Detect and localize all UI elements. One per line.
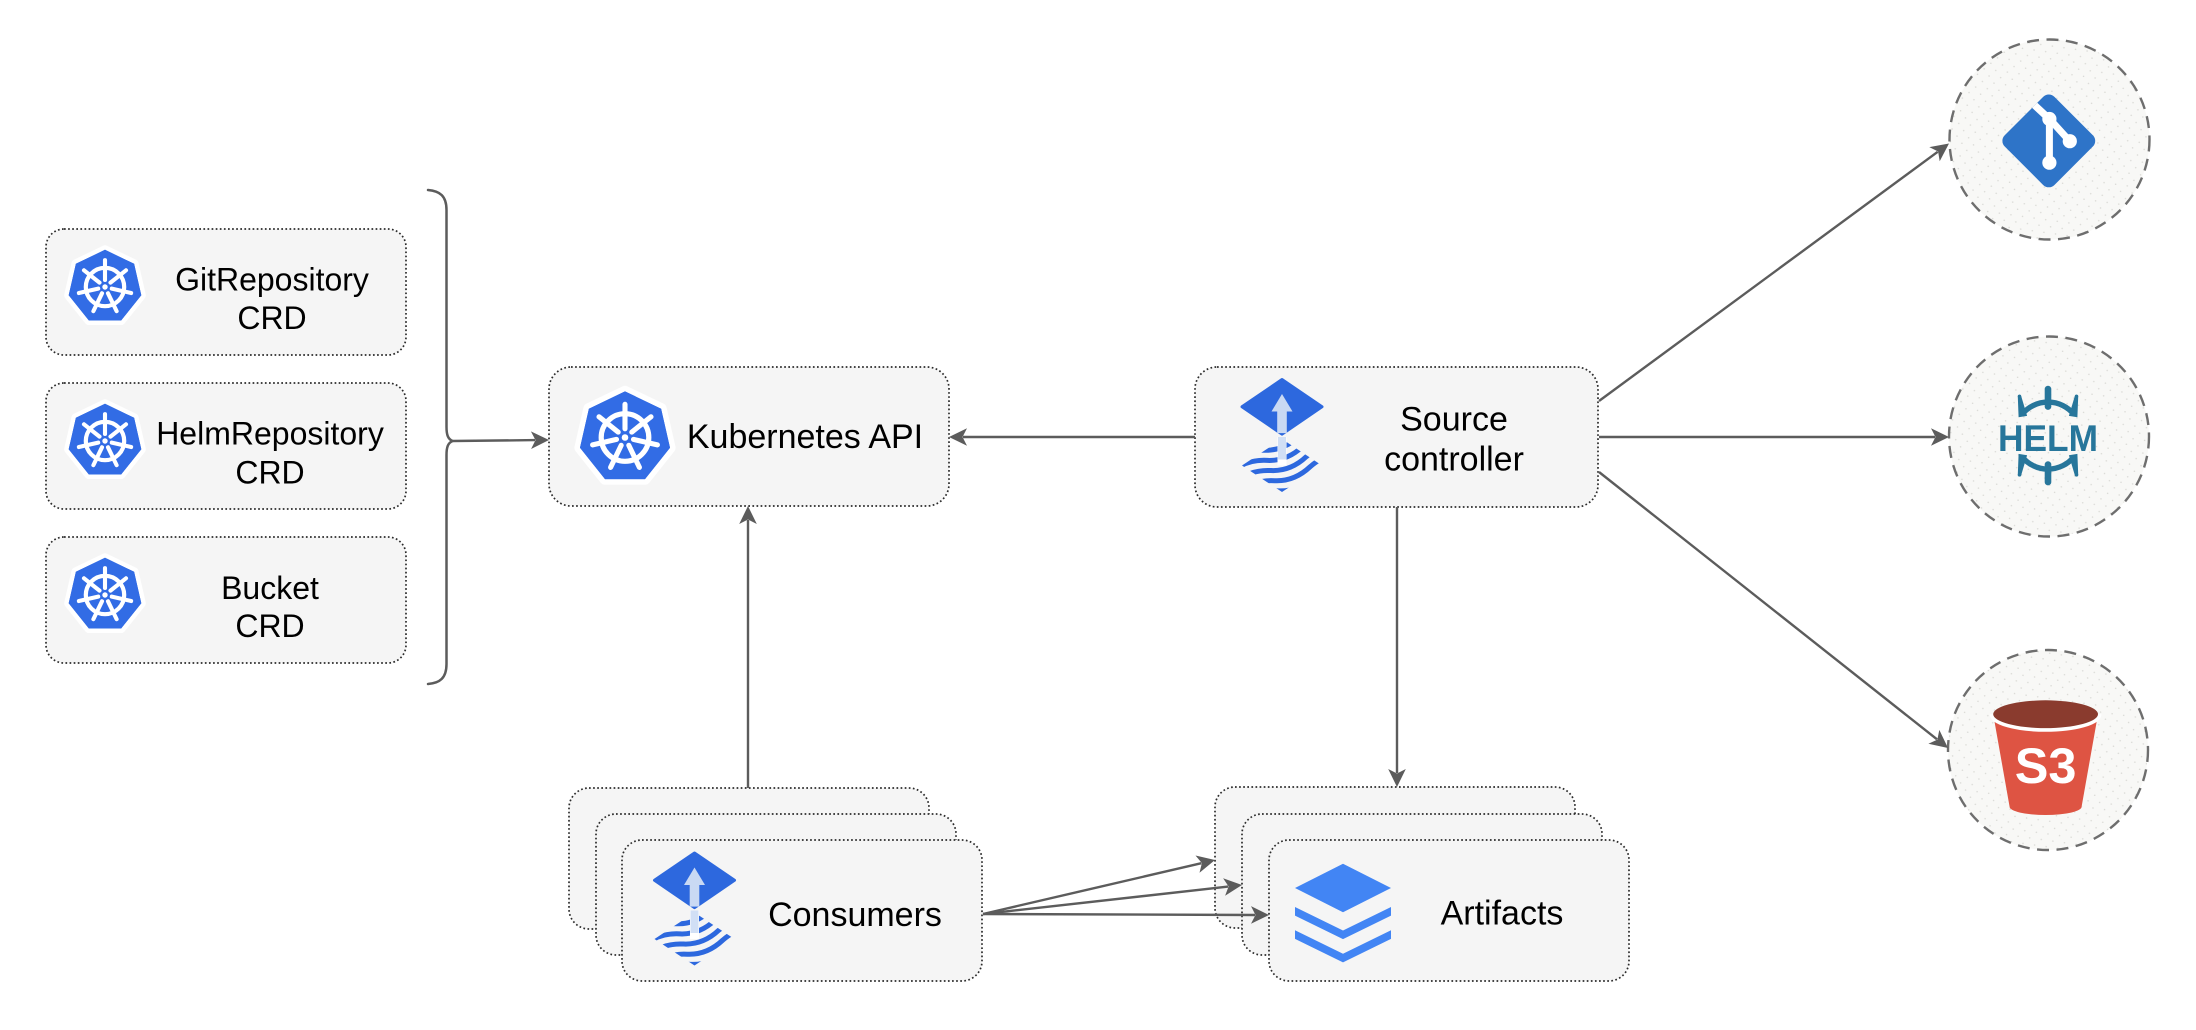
- svg-text:Source: Source: [1400, 401, 1508, 439]
- svg-text:S3: S3: [2015, 737, 2077, 794]
- svg-text:HELM: HELM: [1998, 418, 2098, 459]
- svg-text:GitRepository: GitRepository: [175, 262, 369, 298]
- svg-text:Bucket: Bucket: [221, 570, 319, 606]
- svg-text:HelmRepository: HelmRepository: [156, 416, 384, 452]
- svg-text:controller: controller: [1384, 441, 1524, 479]
- svg-text:Consumers: Consumers: [768, 896, 942, 934]
- svg-text:Kubernetes API: Kubernetes API: [687, 418, 923, 456]
- svg-text:CRD: CRD: [235, 455, 304, 491]
- svg-text:CRD: CRD: [237, 300, 306, 336]
- svg-text:CRD: CRD: [235, 608, 304, 644]
- svg-text:Artifacts: Artifacts: [1441, 895, 1564, 933]
